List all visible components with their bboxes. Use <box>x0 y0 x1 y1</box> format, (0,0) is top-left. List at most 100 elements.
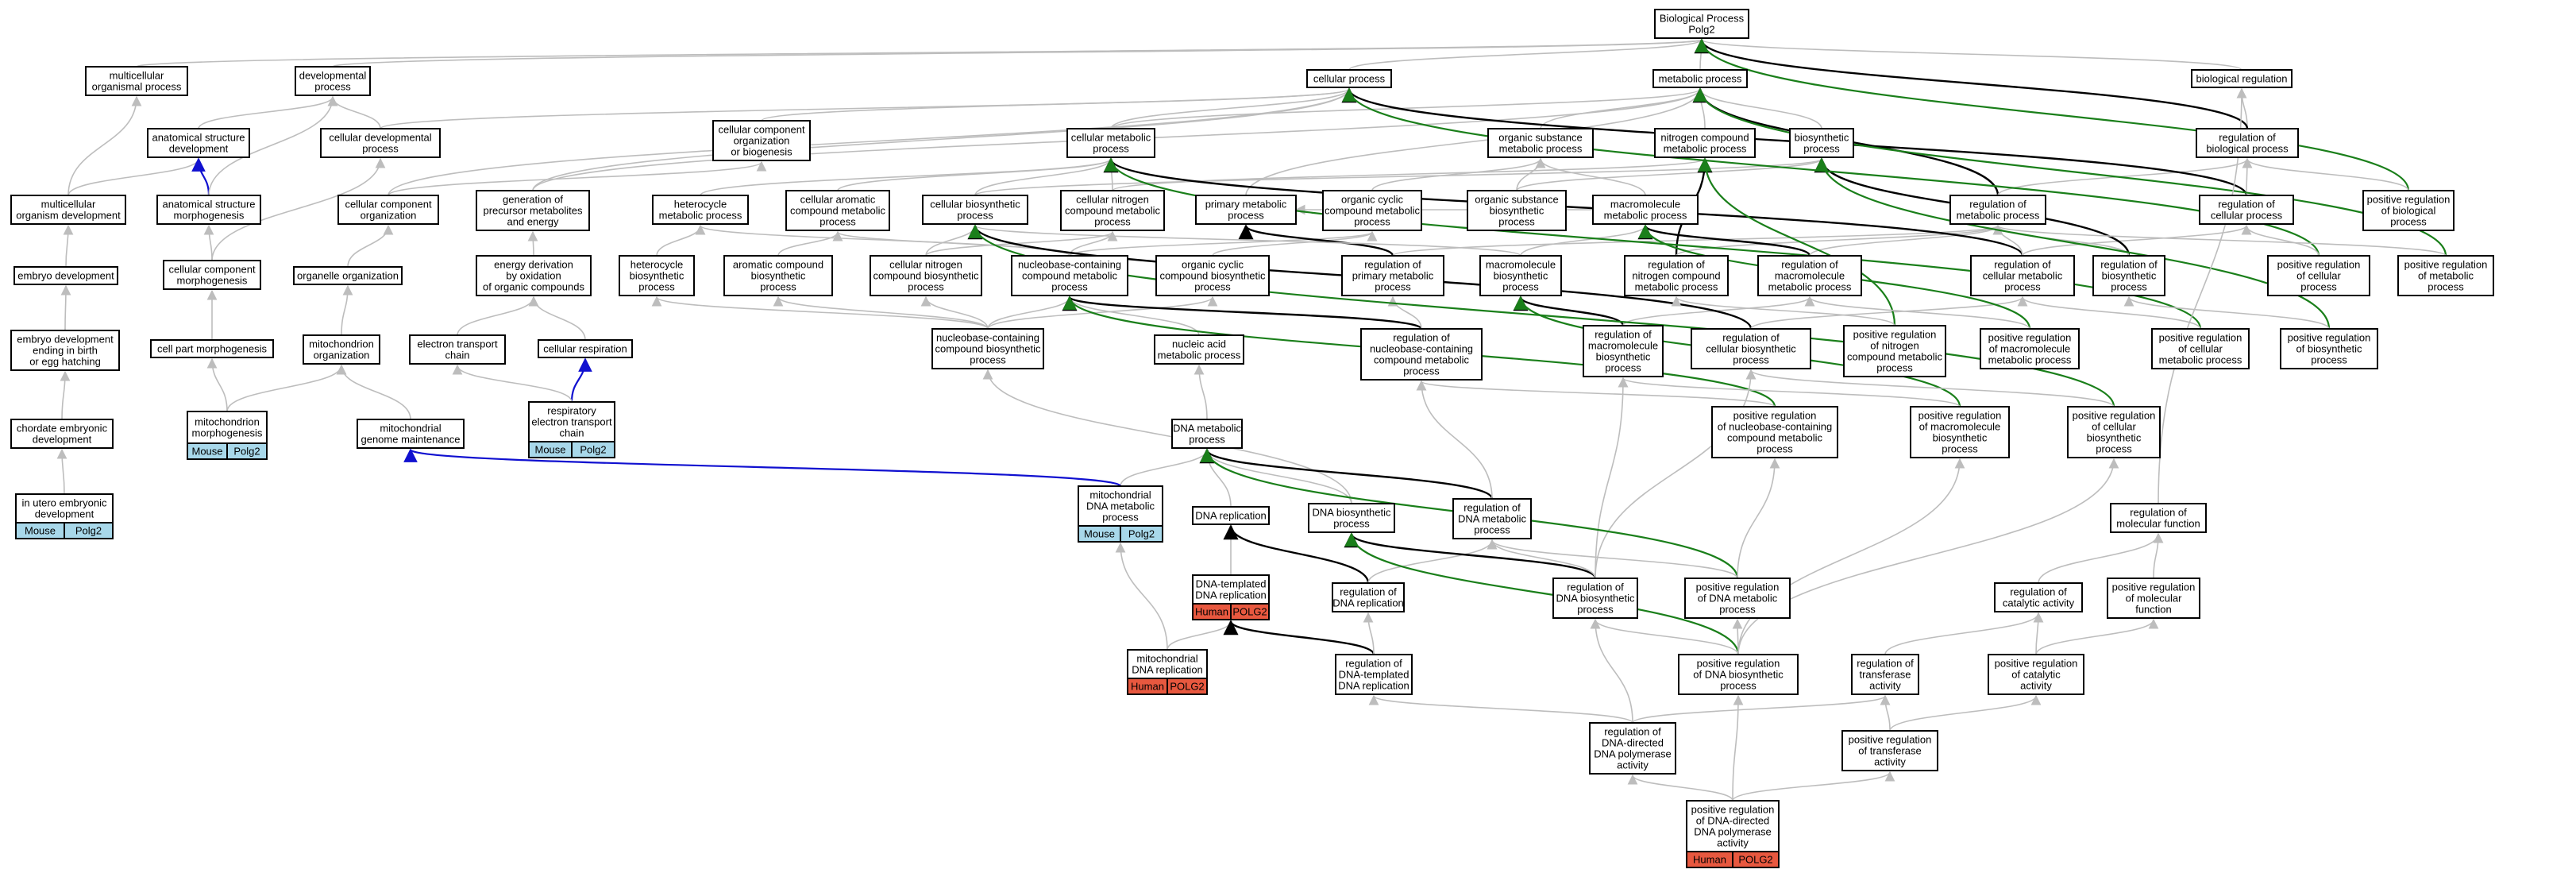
term-node-br[interactable]: biological regulation <box>2191 69 2293 88</box>
edge-prdm-to-prnbc <box>1737 458 1780 579</box>
term-node-cp[interactable]: cellular process <box>1306 69 1392 88</box>
term-label-line: cellular nitrogen <box>1076 194 1149 206</box>
term-label-line: positive regulation <box>2112 581 2196 593</box>
term-node-cpm[interactable]: cell part morphogenesis <box>150 339 274 358</box>
term-box <box>337 195 439 225</box>
term-box <box>1332 582 1405 612</box>
term-node-ed[interactable]: embryo development <box>13 266 118 285</box>
term-label-line: nucleobase-containing <box>1370 343 1473 355</box>
term-node-mp[interactable]: metabolic process <box>1652 69 1748 88</box>
term-label-line: compound biosynthetic <box>935 343 1041 355</box>
term-box <box>357 419 465 449</box>
term-label-line: function <box>2135 604 2172 616</box>
term-node-cr[interactable]: cellular respiration <box>538 339 633 358</box>
term-node-dr[interactable]: DNA replication <box>1192 506 1270 525</box>
term-node-rmbp[interactable]: regulation ofmacromoleculebiosyntheticpr… <box>1583 325 1664 377</box>
term-box <box>2362 190 2455 231</box>
edge-cr-to-edoc <box>528 296 586 341</box>
edge-prbp-to-rbp <box>2242 157 2409 191</box>
term-node-oo[interactable]: organelle organization <box>293 266 403 285</box>
term-node-rnbc[interactable]: regulation ofnucleobase-containingcompou… <box>1360 328 1483 381</box>
